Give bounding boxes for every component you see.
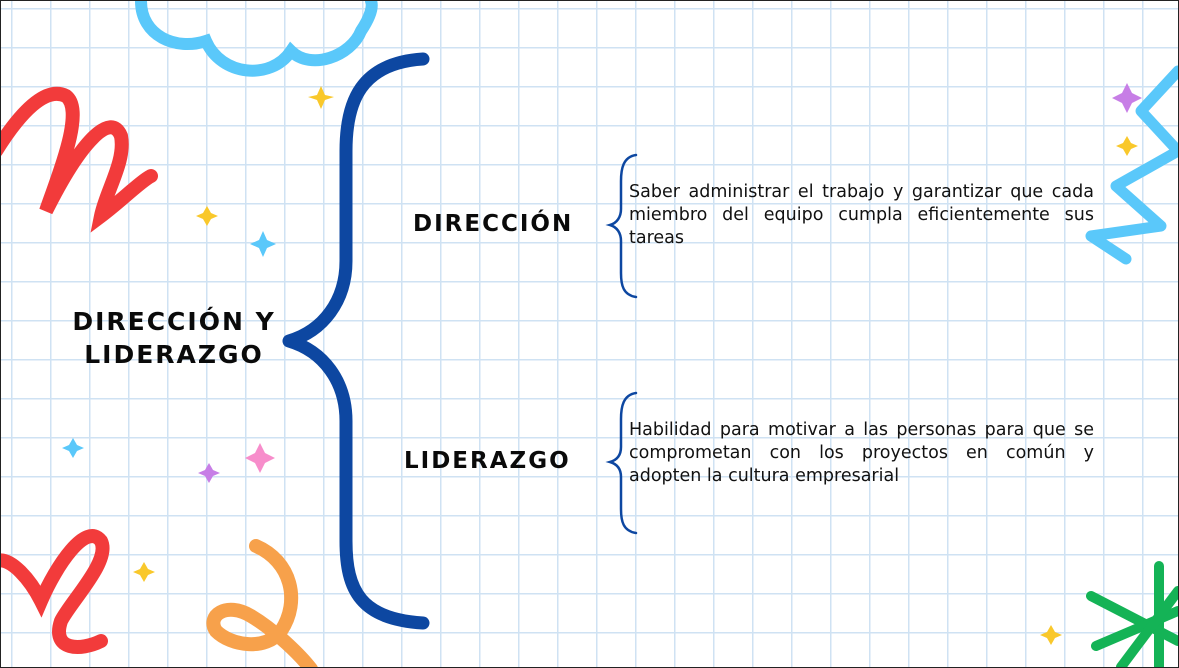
branch-direccion-label: DIRECCIÓN: [413, 211, 574, 237]
sparkle-icon: [1112, 83, 1142, 113]
orange-curl: [206, 539, 318, 667]
blue-zigzag: [1085, 65, 1178, 265]
sparkle-icon: [196, 206, 218, 226]
blue-cloud-squiggle: [135, 1, 378, 77]
green-starburst: [1086, 561, 1178, 667]
sparkle-icon: [62, 438, 84, 458]
branch-liderazgo-description: Habilidad para motivar a las personas pa…: [629, 420, 1094, 486]
root-concept-label: DIRECCIÓN Y LIDERAZGO: [72, 307, 276, 369]
branch-liderazgo-label: LIDERAZGO: [404, 448, 571, 474]
sparkle-icon: [308, 86, 334, 109]
red-squiggle: [1, 86, 158, 233]
sparkle-icon: [1040, 625, 1062, 645]
red-loop-squiggle: [1, 529, 110, 654]
sparkle-icon: [1116, 136, 1138, 156]
main-brace: [282, 52, 430, 630]
sparkle-icon: [133, 562, 155, 582]
branch-direccion-description: Saber administrar el trabajo y garantiza…: [629, 182, 1094, 248]
sparkle-icon: [245, 443, 275, 473]
sparkle-icon: [198, 463, 220, 483]
sparkle-icon: [250, 231, 276, 257]
